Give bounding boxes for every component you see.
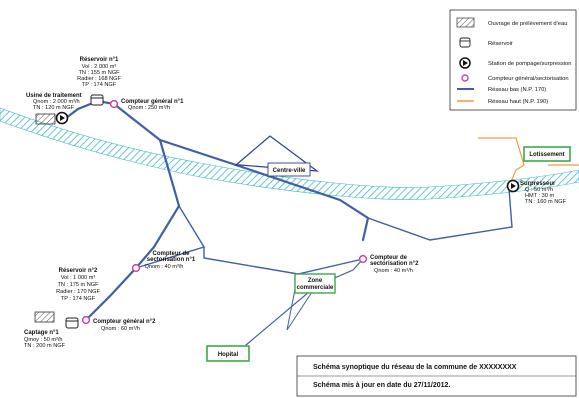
cg1-title: Compteur général n°1 xyxy=(121,99,184,105)
legend-reseau-haut-label: Réseau haut (N.P. 190) xyxy=(488,99,548,105)
meter-cs1 xyxy=(131,263,141,273)
meter-cs2 xyxy=(358,254,368,264)
title-line-1: Schéma synoptique du réseau de la commun… xyxy=(313,364,517,371)
zone-commerciale-label-1: Zone xyxy=(308,278,323,284)
reservoir-1-line-2: TN : 155 m NGF xyxy=(78,70,120,76)
meters xyxy=(81,99,368,325)
cs1-title-2: sectorisation n°1 xyxy=(147,257,196,263)
zone-centre-label: Centre-ville xyxy=(273,168,306,174)
reservoir-2-line-3: Radier : 170 NGF xyxy=(56,289,100,295)
cs2-title: Compteur de xyxy=(370,255,408,261)
cg2-title: Compteur général n°2 xyxy=(93,319,156,325)
surpresseur-line-2: HMT : 30 m xyxy=(525,193,554,199)
reservoir-2-title: Réservoir n°2 xyxy=(59,268,98,274)
zone-hopital-box xyxy=(206,345,250,362)
zone-hopital-label: Hopital xyxy=(218,352,239,358)
reservoir-2-line-2: TN : 175 m NGF xyxy=(57,282,99,288)
captage-line-1: Qmoy : 50 m³/h xyxy=(24,337,63,343)
pump-usine-icon xyxy=(55,111,69,125)
legend-station-icon xyxy=(459,57,471,69)
surpresseur-line-3: TN : 160 m NGF xyxy=(525,199,567,205)
reservoir-1-line-3: Radier : 168 NGF xyxy=(77,76,121,82)
low-network xyxy=(64,99,513,346)
legend-ouvrage-label: Ouvrage de prélèvement d'eau xyxy=(488,21,567,27)
usine-line-1: Qnom : 2 000 m³/h xyxy=(33,99,80,105)
meter-cg1 xyxy=(109,99,119,109)
cs1-title: Compteur de xyxy=(152,251,190,257)
cs1-line: Qnom : 40 m³/h xyxy=(145,264,184,270)
pump-surpresseur-icon xyxy=(506,179,520,193)
usine-line-2: TN : 120 m NGF xyxy=(33,105,75,111)
legend-station-label: Station de pompage/surpression xyxy=(488,61,571,67)
legend-reseau-bas-label: Réseau bas (N.P. 170) xyxy=(488,87,546,93)
usine-title: Usine de traitement xyxy=(26,93,82,99)
legend-compteur-icon xyxy=(461,74,469,82)
surpresseur-line-1: Q : 50 m³/h xyxy=(525,187,553,193)
river xyxy=(0,107,579,200)
cg1-line: Qnom : 250 m³/h xyxy=(128,105,170,111)
reservoir-2-line-4: TP : 174 NGF xyxy=(61,296,96,302)
reservoir-1-title: Réservoir n°1 xyxy=(80,57,119,63)
legend-reservoir-icon xyxy=(459,37,471,48)
legend-ouvrage-icon xyxy=(456,17,475,28)
intake-captage-icon xyxy=(34,311,55,323)
zone-commerciale-label-2: commerciale xyxy=(297,285,334,291)
zone-lotissement-label: Lotissement xyxy=(529,152,564,158)
zone-lotissement-box xyxy=(523,146,571,162)
zone-centre-box xyxy=(267,162,311,177)
zone-commerciale-box xyxy=(294,273,336,294)
surpresseur-title: Surpresseur xyxy=(520,181,556,187)
high-network xyxy=(478,137,525,187)
reservoir-2-line-1: Vol : 1 000 m³ xyxy=(61,275,96,281)
intake-usine-icon xyxy=(35,113,56,125)
meter-cg2 xyxy=(81,315,91,325)
title-line-2: Schéma mis à jour en date du 27/11/2012. xyxy=(313,382,450,389)
captage-title: Captage n°1 xyxy=(24,330,59,336)
legend-compteur-label: Compteur général/sectorisation xyxy=(488,76,569,82)
captage-line-2: TN : 200 m NGF xyxy=(24,343,66,349)
reservoir-1-line-1: Vol : 2 000 m³ xyxy=(82,64,117,70)
cs2-title-2: sectorisation n°2 xyxy=(370,261,419,267)
reservoir-2-icon xyxy=(65,317,79,329)
cs2-line: Qnom : 40 m³/h xyxy=(374,268,413,274)
legend-reservoir-label: Réservoir xyxy=(488,41,513,47)
reservoir-1-line-4: TP : 174 NGF xyxy=(82,82,117,88)
reservoir-1-icon xyxy=(90,94,104,106)
cg2-line: Qnom : 60 m³/h xyxy=(101,326,140,332)
